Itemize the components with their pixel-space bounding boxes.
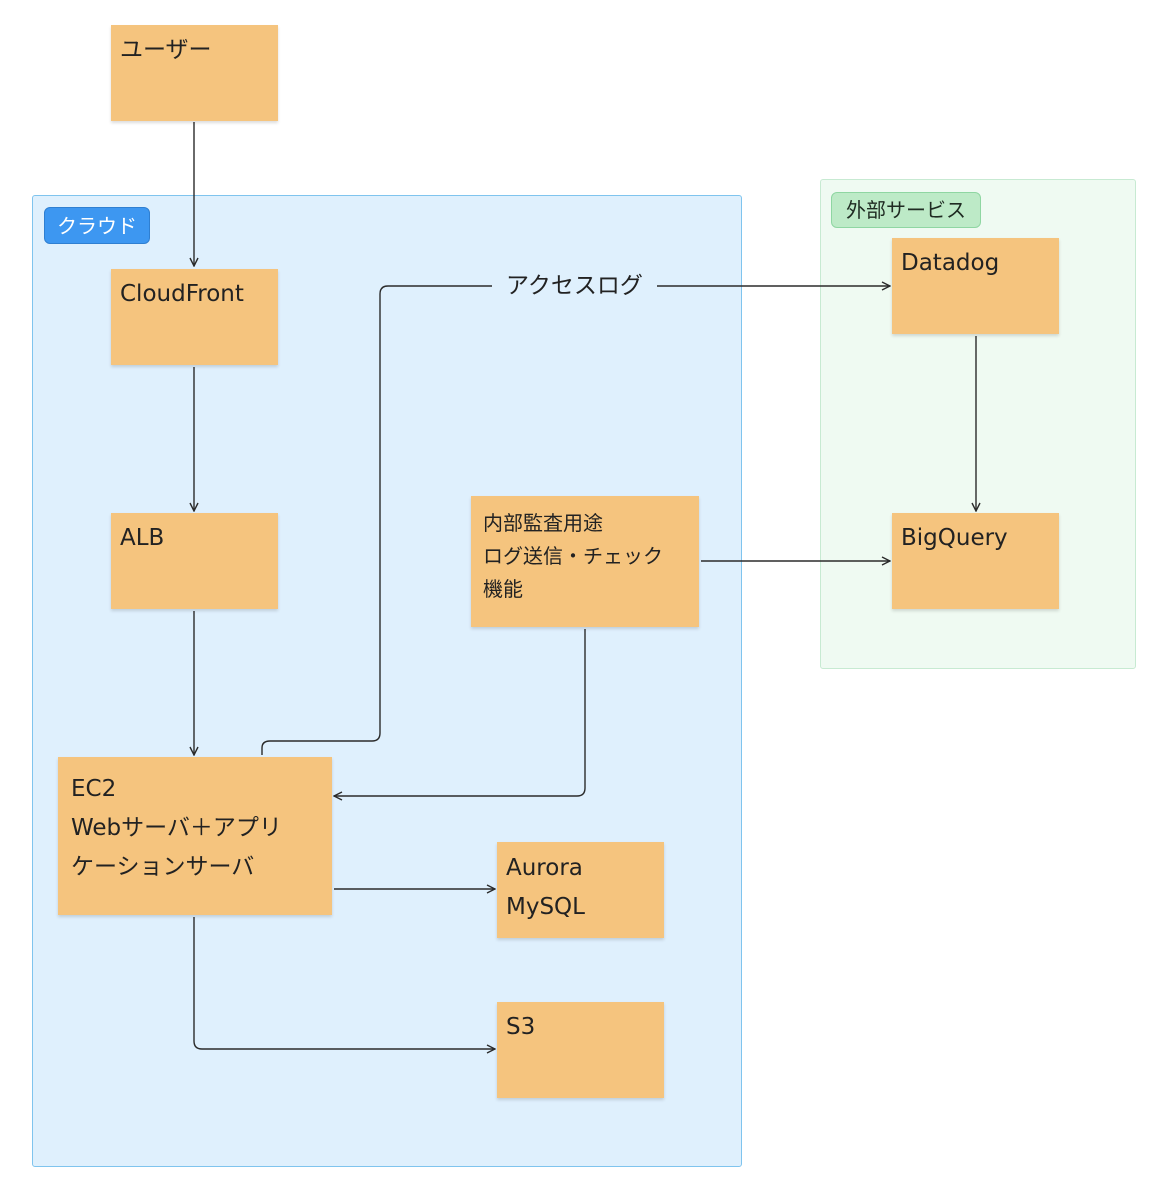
node-aurora-label-1: Aurora — [506, 855, 583, 881]
edge-audit-ec2 — [334, 629, 586, 796]
node-alb[interactable]: ALB — [111, 513, 278, 609]
node-user[interactable]: ユーザー — [111, 25, 278, 121]
node-internal-audit-label-1: 内部監査用途 — [483, 511, 603, 535]
node-ec2-label-2: Webサーバ＋アプリ — [71, 815, 282, 841]
node-ec2[interactable]: EC2 Webサーバ＋アプリ ケーションサーバ — [58, 757, 332, 915]
node-aurora-label-2: MySQL — [506, 894, 585, 920]
node-user-label: ユーザー — [120, 37, 212, 63]
node-bigquery-label: BigQuery — [901, 525, 1008, 551]
edge-label-access-log: アクセスログ — [492, 273, 657, 300]
node-datadog[interactable]: Datadog — [892, 238, 1059, 334]
node-ec2-label-1: EC2 — [71, 776, 117, 802]
node-internal-audit-label-3: 機能 — [483, 577, 523, 601]
node-s3-label: S3 — [506, 1014, 536, 1040]
node-alb-label: ALB — [120, 525, 165, 551]
cloud-group-label: クラウド — [44, 207, 150, 244]
node-bigquery[interactable]: BigQuery — [892, 513, 1059, 609]
node-cloudfront-label: CloudFront — [120, 281, 244, 307]
external-services-group-label: 外部サービス — [831, 192, 981, 228]
node-cloudfront[interactable]: CloudFront — [111, 269, 278, 365]
node-ec2-label-3: ケーションサーバ — [71, 854, 255, 880]
edge-ec2-datadog-accesslog — [261, 286, 890, 755]
node-aurora[interactable]: Aurora MySQL — [497, 842, 664, 938]
node-internal-audit-label-2: ログ送信・チェック — [483, 544, 663, 568]
node-datadog-label: Datadog — [901, 250, 1000, 276]
node-internal-audit[interactable]: 内部監査用途 ログ送信・チェック 機能 — [471, 496, 699, 627]
node-s3[interactable]: S3 — [497, 1002, 664, 1098]
edge-ec2-s3 — [193, 917, 495, 1049]
